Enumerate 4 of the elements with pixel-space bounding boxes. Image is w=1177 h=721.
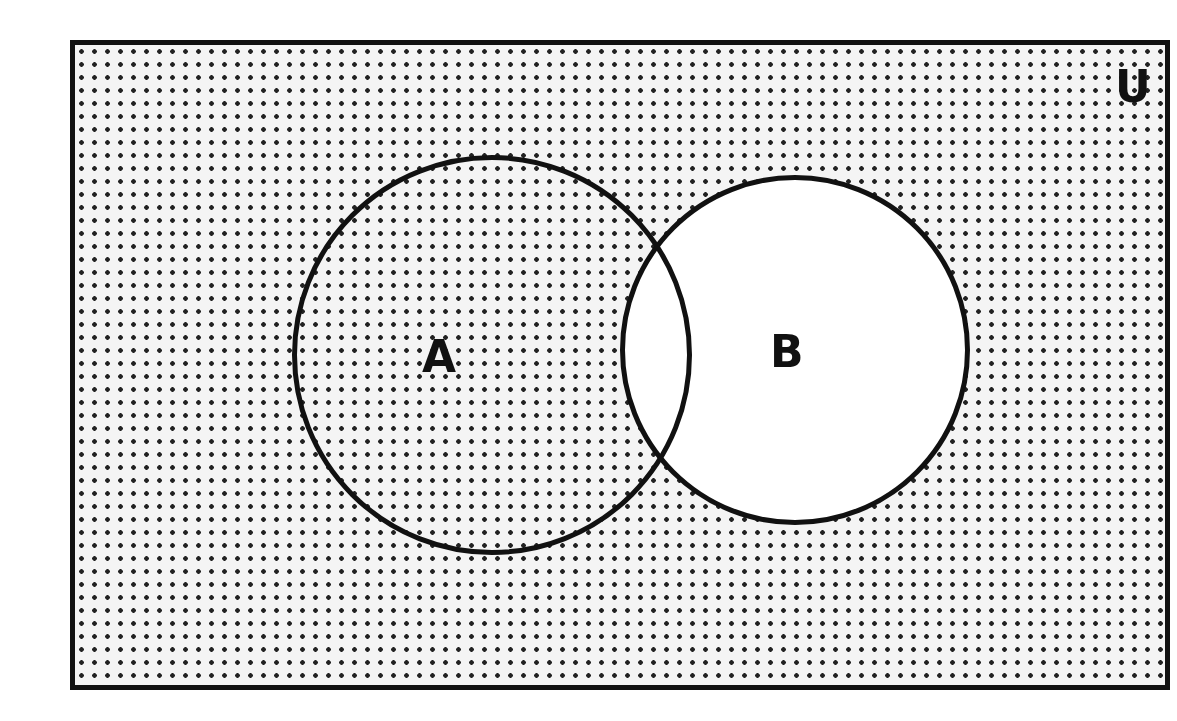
set-label: B [770,330,804,374]
set-label: U [1115,65,1151,109]
universal-set-box [70,40,1170,690]
set-label: A [422,335,457,379]
